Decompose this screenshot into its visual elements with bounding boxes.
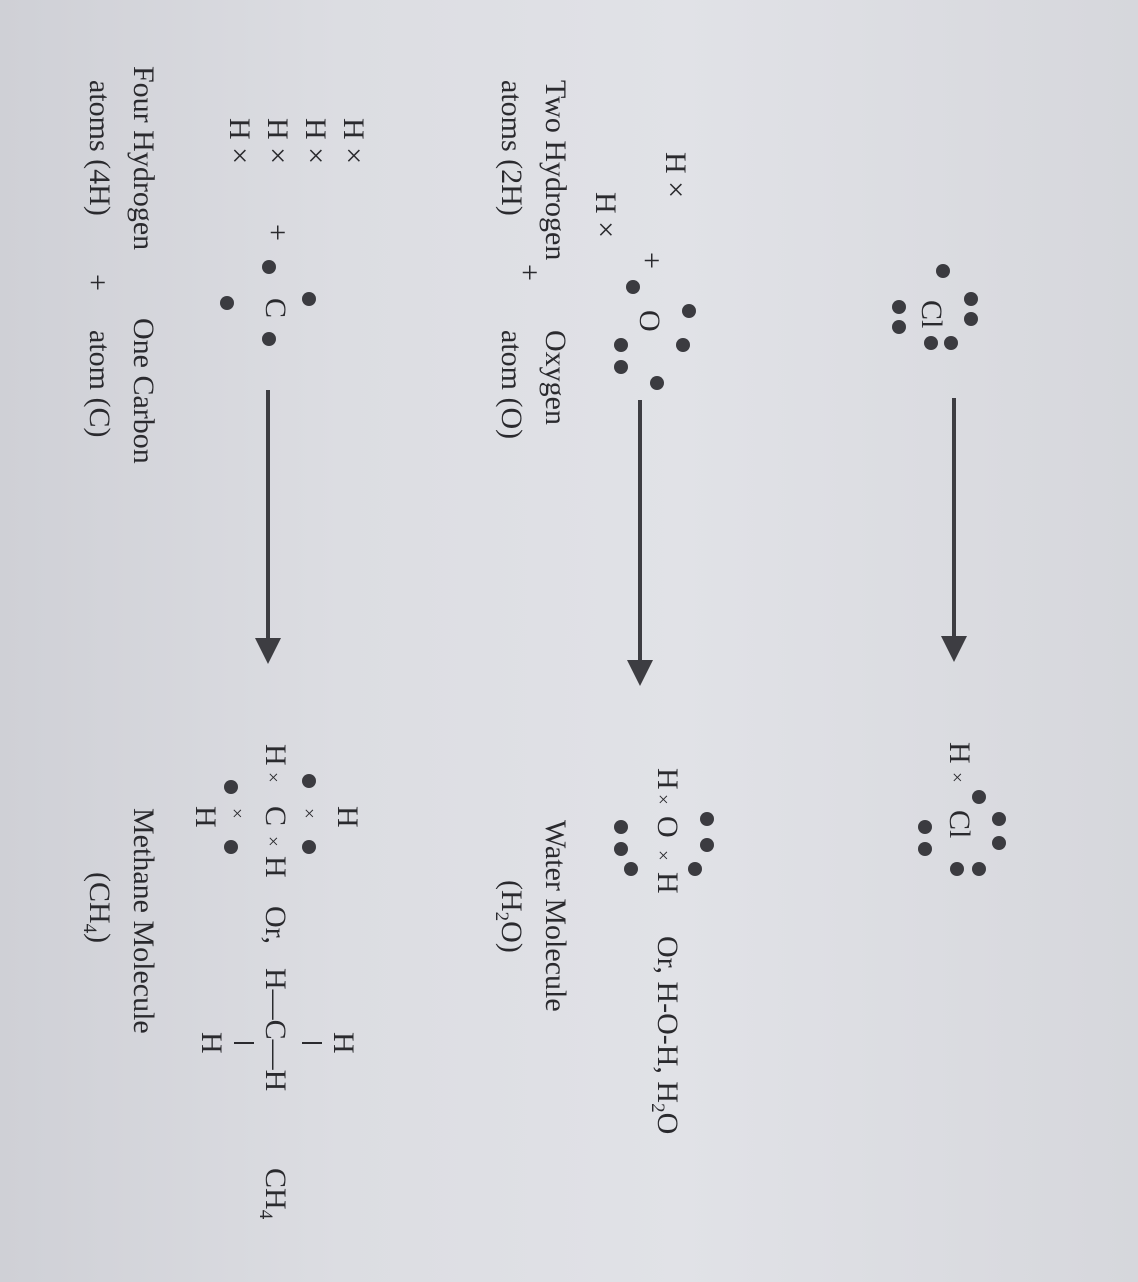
- caption-four-hydrogen: Four Hydrogen: [127, 66, 160, 251]
- shared-electron-x: ×: [946, 772, 967, 783]
- caption-methane-molecule: Methane Molecule: [127, 808, 160, 1034]
- structural-h-top: H: [327, 1032, 360, 1054]
- shared-electron-x: ×: [262, 836, 283, 847]
- shared-electron-x: ×: [226, 808, 247, 819]
- hydrogen-atom: H ×: [299, 118, 332, 165]
- caption-carbon-atom: atom (C): [83, 330, 116, 438]
- caption-water-formula: (H2O): [491, 880, 528, 953]
- electron-dot: [944, 336, 958, 350]
- shared-electron-x: ×: [652, 794, 673, 805]
- electron-dot: [972, 862, 986, 876]
- product-h-top: H: [331, 806, 364, 828]
- electron-dot: [614, 360, 628, 374]
- electron-dot: [918, 842, 932, 856]
- plus-sign: +: [635, 252, 668, 269]
- electron-dot: [918, 820, 932, 834]
- electron-dot: [924, 336, 938, 350]
- product-h-right: H: [259, 856, 292, 878]
- product-h: H: [943, 742, 976, 764]
- hydrogen-atom: H ×: [589, 192, 622, 239]
- electron-dot: [682, 304, 696, 318]
- electron-dot: [700, 838, 714, 852]
- electron-dot: [650, 376, 664, 390]
- electron-dot: [688, 862, 702, 876]
- electron-dot: [700, 812, 714, 826]
- reaction-arrow: [952, 398, 956, 638]
- electron-dot: [262, 260, 276, 274]
- bond-line: [234, 1042, 254, 1044]
- water-alt-formula: Or, H-O-H, H2O: [647, 936, 684, 1135]
- electron-dot: [302, 292, 316, 306]
- structural-formula: H—C—H: [259, 968, 292, 1092]
- product-cl: Cl: [943, 810, 976, 839]
- caption-water-molecule: Water Molecule: [539, 820, 572, 1012]
- or-label: Or,: [259, 906, 292, 944]
- electron-dot: [220, 296, 234, 310]
- hydrogen-atom: H ×: [659, 152, 692, 199]
- electron-dot: [302, 840, 316, 854]
- product-h-bottom: H: [189, 806, 222, 828]
- electron-dot: [964, 312, 978, 326]
- caption-oxygen: Oxygen: [539, 330, 572, 425]
- hydrogen-atom: H ×: [223, 118, 256, 165]
- cl-atom-symbol: Cl: [915, 300, 948, 329]
- electron-dot: [992, 836, 1006, 850]
- hydrogen-atom: H ×: [337, 118, 370, 165]
- electron-dot: [614, 820, 628, 834]
- electron-dot: [892, 300, 906, 314]
- electron-dot: [892, 320, 906, 334]
- reaction-arrow: [266, 390, 270, 640]
- shared-electron-x: ×: [298, 808, 319, 819]
- electron-dot: [614, 842, 628, 856]
- caption-plus: +: [513, 264, 546, 281]
- electron-dot: [936, 264, 950, 278]
- structural-h-bottom: H: [195, 1032, 228, 1054]
- electron-dot: [614, 338, 628, 352]
- caption-oxygen-atom: atom (O): [495, 330, 528, 440]
- product-h-left: H: [259, 744, 292, 766]
- electron-dot: [950, 862, 964, 876]
- electron-dot: [972, 790, 986, 804]
- electron-dot: [624, 862, 638, 876]
- product-h: H: [651, 768, 684, 790]
- plus-sign: +: [261, 224, 294, 241]
- electron-dot: [302, 774, 316, 788]
- product-o: O: [651, 816, 684, 838]
- hydrogen-atom: H ×: [261, 118, 294, 165]
- caption-two-hydrogen: Two Hydrogen: [539, 80, 572, 261]
- electron-dot: [224, 780, 238, 794]
- electron-dot: [676, 338, 690, 352]
- carbon-symbol: C: [259, 298, 292, 319]
- electron-dot: [626, 280, 640, 294]
- oxygen-symbol: O: [633, 310, 666, 332]
- caption-two-hydrogen-atoms: atoms (2H): [495, 80, 528, 216]
- caption-four-hydrogen-atoms: atoms (4H): [83, 80, 116, 216]
- caption-plus: +: [81, 274, 114, 291]
- bond-line: [302, 1042, 322, 1044]
- electron-dot: [964, 292, 978, 306]
- product-c: C: [259, 806, 292, 827]
- shared-electron-x: ×: [262, 772, 283, 783]
- reaction-arrow: [638, 400, 642, 662]
- caption-one-carbon: One Carbon: [127, 318, 160, 464]
- methane-formula: CH4: [255, 1168, 292, 1220]
- electron-dot: [262, 332, 276, 346]
- electron-dot: [224, 840, 238, 854]
- product-h: H: [651, 872, 684, 894]
- shared-electron-x: ×: [652, 850, 673, 861]
- caption-methane-formula: (CH4): [79, 872, 116, 944]
- electron-dot: [992, 812, 1006, 826]
